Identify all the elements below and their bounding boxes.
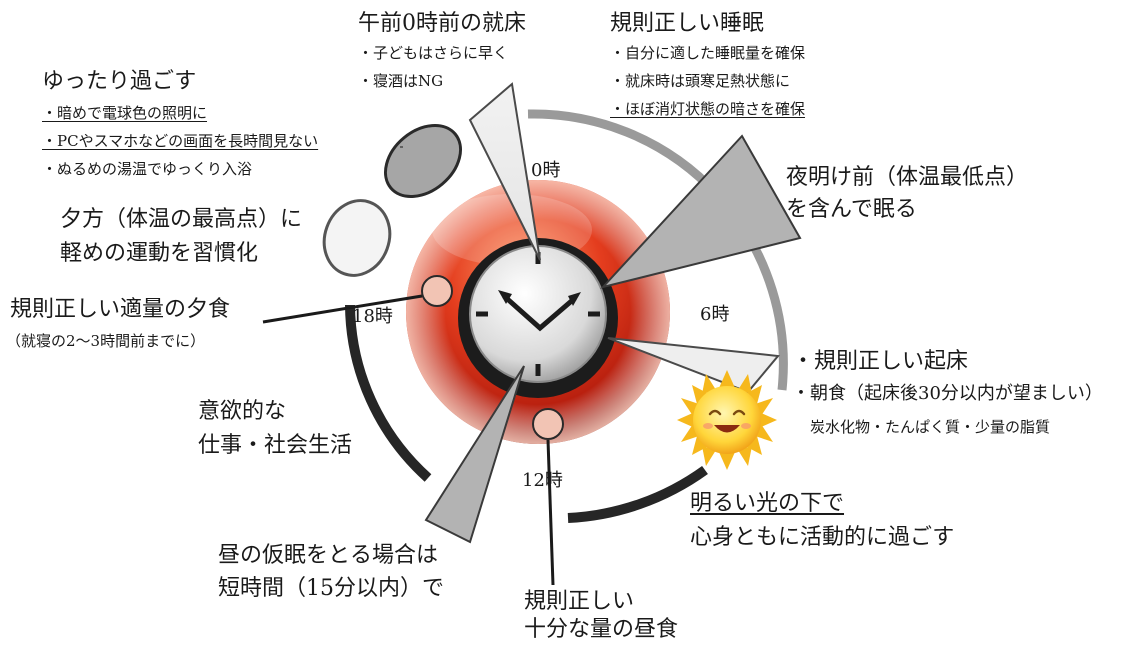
dinner-leader: [262, 294, 423, 324]
relax-title: ゆったり過ごす: [42, 69, 197, 94]
exercise-marker: [322, 199, 392, 277]
sleep-item: ・ほぼ消灯状態の暗さを確保: [610, 100, 806, 118]
relax-marker: [383, 124, 463, 198]
daytime-arc: [567, 465, 708, 523]
sun-icon: [677, 370, 777, 470]
hour-label-12: 12時: [522, 470, 563, 491]
morning-wedge: [607, 337, 780, 394]
lunch-dot: [532, 408, 564, 440]
hour-label-0: 0時: [531, 160, 561, 181]
dawn-text: を含んで眠る: [786, 197, 917, 222]
relax-item: ・ぬるめの湯温でゆっくり入浴: [42, 160, 253, 178]
work-text: 意欲的な: [198, 399, 287, 424]
dawn-text: 夜明け前（体温最低点）: [786, 165, 1029, 190]
dinner-dot: [421, 275, 453, 307]
wake-text: ・規則正しい起床: [792, 349, 969, 374]
hour-label-6: 6時: [700, 304, 730, 325]
breakfast-text: ・朝食（起床後30分以内が望ましい）: [792, 383, 1103, 404]
work-text: 仕事・社会生活: [198, 433, 353, 458]
lunch-text: 規則正しい: [524, 589, 635, 614]
evening-arc: [345, 304, 432, 482]
daylight-text: 明るい光の下で: [690, 491, 845, 516]
nap-text: 短時間（15分以内）で: [218, 576, 444, 601]
exercise-text: 夕方（体温の最高点）に: [60, 207, 303, 232]
lunch-leader: [546, 439, 555, 586]
nap-text: 昼の仮眠をとる場合は: [218, 543, 439, 568]
lunch-text: 十分な量の昼食: [524, 617, 679, 642]
sleep-item: ・自分に適した睡眠量を確保: [610, 44, 806, 62]
bedtime-item: ・寝酒はNG: [358, 72, 444, 90]
dinner-note: （就寝の2～3時間前までに）: [6, 332, 206, 350]
bedtime-title: 午前0時前の就床: [358, 11, 526, 36]
hour-label-18: 18時: [352, 306, 393, 327]
nap-wedge: [424, 365, 525, 544]
clock-face: [469, 245, 607, 383]
relax-item: ・PCやスマホなどの画面を長時間見ない: [42, 132, 319, 150]
daylight-text: 心身ともに活動的に過ごす: [690, 525, 955, 550]
dawn-wedge: [600, 134, 802, 289]
sleep-title: 規則正しい睡眠: [610, 11, 765, 36]
clock-hands: [502, 294, 577, 332]
nutrients-text: 炭水化物・たんぱく質・少量の脂質: [810, 418, 1051, 436]
bedtime-wedge: [468, 82, 541, 261]
exercise-text: 軽めの運動を習慣化: [60, 241, 259, 266]
relax-item: ・暗めで電球色の照明に: [42, 104, 208, 122]
sleep-item: ・就床時は頭寒足熱状態に: [610, 72, 791, 90]
dinner-title: 規則正しい適量の夕食: [10, 297, 231, 322]
bedtime-item: ・子どもはさらに早く: [358, 44, 509, 62]
